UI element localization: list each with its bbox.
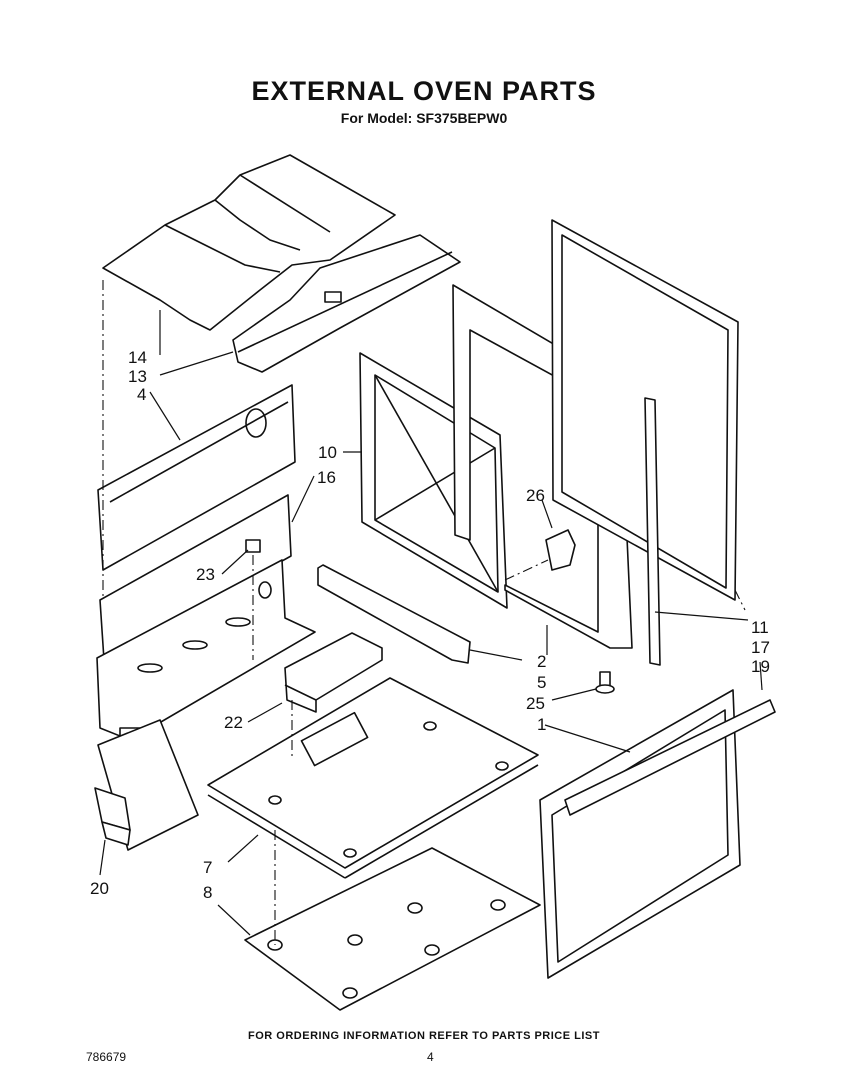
page-number: 4 (427, 1050, 434, 1064)
callout-25: 25 (526, 694, 545, 713)
callout-20: 20 (90, 879, 109, 898)
model-subtitle: For Model: SF375BEPW0 (340, 110, 508, 126)
page-title: EXTERNAL OVEN PARTS (251, 76, 597, 106)
door-trim-part (644, 397, 661, 666)
leader-lines (99, 310, 763, 936)
door-liner-part (359, 352, 508, 609)
callout-16: 16 (317, 468, 336, 487)
hinge-bracket-part (545, 529, 576, 571)
top-bracket-part (232, 234, 461, 373)
callout-17: 17 (751, 638, 770, 657)
callout-2: 2 (537, 652, 546, 671)
callout-11: 11 (751, 618, 769, 637)
callout-1: 1 (537, 715, 546, 734)
leveling-leg-part (595, 671, 615, 694)
callout-13: 13 (128, 367, 147, 386)
oven-door-part (539, 689, 776, 979)
oven-bottom-part (207, 677, 539, 879)
callout-19: 19 (751, 657, 770, 676)
ordering-info-note: FOR ORDERING INFORMATION REFER TO PARTS … (248, 1030, 600, 1042)
callout-7: 7 (203, 858, 212, 877)
callout-10: 10 (318, 443, 337, 462)
callout-5: 5 (537, 673, 546, 692)
callout-26: 26 (526, 486, 545, 505)
back-panel-upper-part (97, 384, 296, 571)
callout-23: 23 (196, 565, 215, 584)
document-number: 786679 (86, 1050, 127, 1064)
small-bracket-part (94, 787, 131, 846)
top-cover-part (102, 154, 396, 331)
back-panel-middle-part (99, 494, 292, 661)
bottom-panel-part (244, 847, 541, 1011)
callout-8: 8 (203, 883, 212, 902)
callout-4: 4 (137, 385, 146, 404)
side-rail-part (317, 564, 471, 664)
callout-14: 14 (128, 348, 147, 367)
alignment-lines (102, 280, 746, 945)
callout-22: 22 (224, 713, 243, 732)
